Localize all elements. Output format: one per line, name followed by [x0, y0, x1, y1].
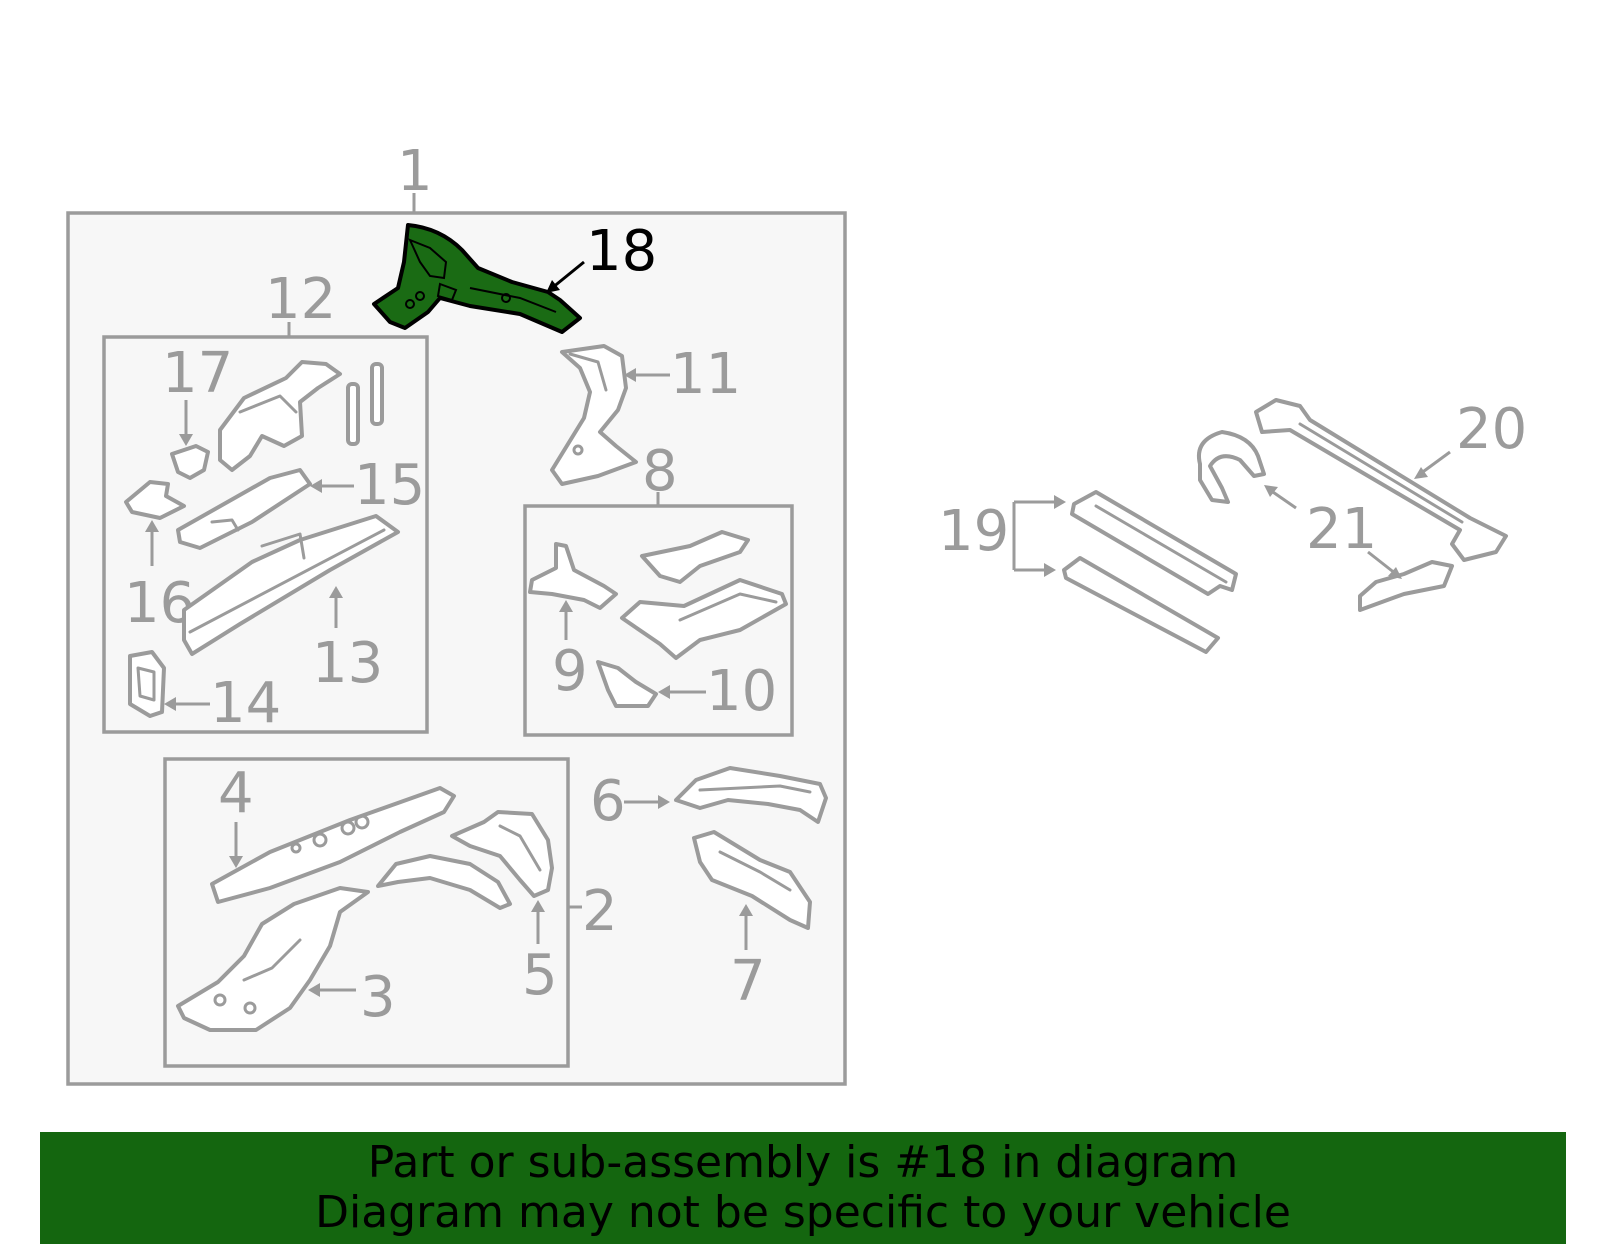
part-19-upper-rail[interactable] — [1070, 490, 1238, 596]
banner-line-2: Diagram may not be specific to your vehi… — [315, 1187, 1291, 1238]
callout-3[interactable]: 3 — [360, 965, 396, 1030]
subassembly-box-12 — [102, 335, 429, 734]
part-7[interactable] — [692, 830, 812, 930]
part-11[interactable] — [550, 344, 638, 486]
part-10[interactable] — [596, 660, 658, 708]
banner-line-1: Part or sub-assembly is #18 in diagram — [367, 1137, 1239, 1188]
part-2-arch[interactable] — [376, 854, 512, 910]
subassembly-box-2 — [163, 757, 570, 1068]
callout-1[interactable]: 1 — [397, 139, 433, 204]
part-13[interactable] — [182, 514, 400, 656]
part-14[interactable] — [128, 650, 166, 718]
part-4[interactable] — [210, 786, 456, 904]
part-8-lower[interactable] — [620, 578, 788, 660]
part-16[interactable] — [124, 480, 186, 520]
callout-12[interactable]: 12 — [265, 267, 336, 332]
callout-18[interactable]: 18 — [586, 219, 657, 284]
part-21-hose[interactable] — [1358, 560, 1454, 612]
callout-17[interactable]: 17 — [162, 341, 233, 406]
callout-7[interactable]: 7 — [730, 949, 766, 1014]
part-9[interactable] — [528, 542, 618, 610]
part-21-clamp[interactable] — [1197, 430, 1266, 504]
callout-8[interactable]: 8 — [642, 439, 678, 504]
part-20[interactable] — [1254, 398, 1508, 562]
part-5[interactable] — [450, 810, 554, 898]
part-6[interactable] — [674, 766, 828, 824]
info-banner: Part or sub-assembly is #18 in diagram D… — [40, 1132, 1566, 1244]
part-8-upper[interactable] — [640, 530, 750, 584]
part-15[interactable] — [176, 468, 312, 550]
callout-19[interactable]: 19 — [938, 499, 1009, 564]
callout-2[interactable]: 2 — [582, 879, 618, 944]
callout-14[interactable]: 14 — [210, 671, 281, 736]
part-18-highlighted[interactable] — [372, 223, 582, 334]
callout-10[interactable]: 10 — [706, 659, 777, 724]
callout-9[interactable]: 9 — [552, 639, 588, 704]
callout-5[interactable]: 5 — [522, 943, 558, 1008]
part-12-studs[interactable] — [346, 362, 384, 446]
callout-20[interactable]: 20 — [1456, 397, 1527, 462]
callout-11[interactable]: 11 — [670, 342, 741, 407]
part-19-lower-rail[interactable] — [1062, 556, 1220, 654]
part-3[interactable] — [176, 886, 370, 1032]
callout-13[interactable]: 13 — [312, 631, 383, 696]
callout-21[interactable]: 21 — [1306, 497, 1377, 562]
part-17[interactable] — [170, 444, 210, 480]
callout-6[interactable]: 6 — [590, 769, 626, 834]
part-12-bracket[interactable] — [218, 360, 342, 472]
callout-15[interactable]: 15 — [354, 453, 425, 518]
callout-4[interactable]: 4 — [218, 761, 254, 826]
